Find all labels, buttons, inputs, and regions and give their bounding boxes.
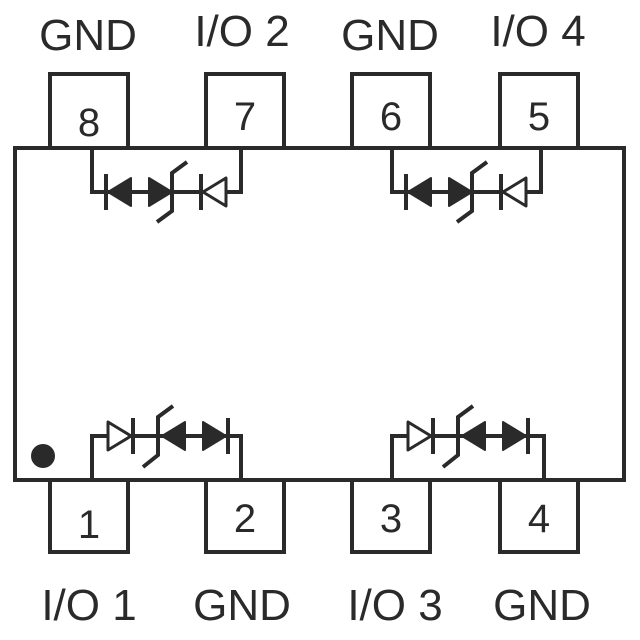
pin-7: 7 [204,72,286,150]
pin-3-number: 3 [380,497,402,541]
pin-8-number: 8 [78,101,100,145]
pin-7-number: 7 [234,95,256,139]
pin-3: 3 [350,478,432,554]
pin-8: 8 [48,72,130,150]
bottom-right-diode-network [390,404,546,480]
pin-5: 5 [498,72,580,150]
pin-7-label: I/O 2 [194,7,289,56]
pin-5-number: 5 [528,95,550,139]
pin-1: 1 [48,478,130,554]
pin-4: 4 [498,478,580,554]
pin-2-label: GND [193,581,291,630]
bottom-left-diode-network [90,404,243,480]
top-left-diode-network [90,148,243,224]
pin-1-indicator-dot [31,444,55,468]
pin-8-label: GND [39,11,137,60]
top-right-diode-network [390,148,543,224]
pin-4-label: GND [493,581,591,630]
pin-2: 2 [204,478,286,554]
pin-6: 6 [350,72,432,150]
pin-1-label: I/O 1 [41,581,136,630]
pin-1-number: 1 [78,503,100,547]
pin-5-label: I/O 4 [490,7,585,56]
pin-6-number: 6 [380,95,402,139]
pin-6-label: GND [341,11,439,60]
pin-2-number: 2 [234,497,256,541]
package-body [13,146,626,482]
pin-4-number: 4 [528,497,550,541]
pin-3-label: I/O 3 [347,581,442,630]
